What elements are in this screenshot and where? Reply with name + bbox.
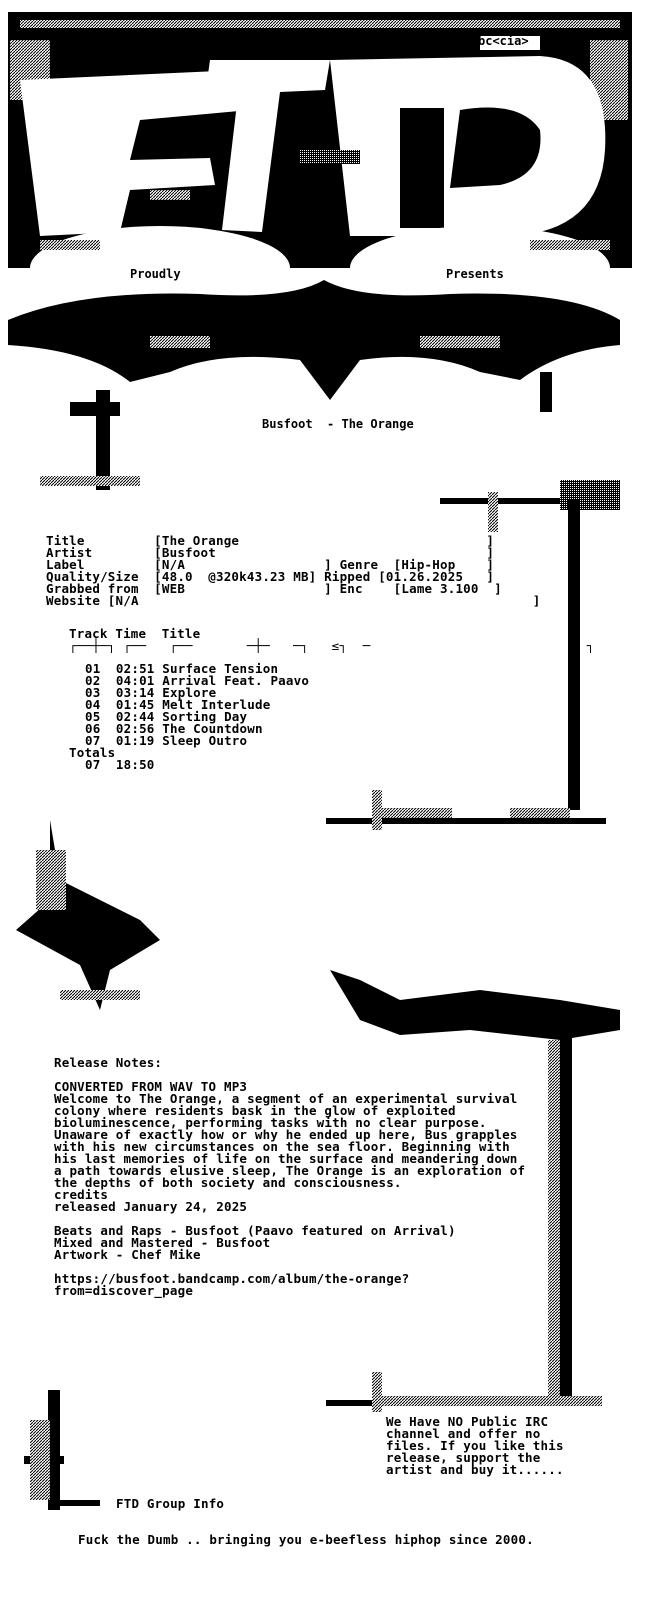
presents-label: Presents bbox=[446, 267, 504, 281]
notes-line: the depths of both society and conscious… bbox=[54, 1175, 402, 1190]
release-title: Busfoot - The Orange bbox=[262, 417, 414, 431]
track-time: 04:01 bbox=[115, 673, 155, 688]
lower-face-art bbox=[8, 280, 620, 490]
group-motto: Fuck the Dumb .. bringing you e-beefless… bbox=[78, 1532, 534, 1547]
track-title: Explore bbox=[162, 685, 217, 700]
tracklist-rule: ┌──┼─┐ ┌── ┌── ─┼─ ─┐ ≤┐ ─ ┐ bbox=[69, 638, 595, 653]
info-grabbed-enc: Grabbed from [WEB ] Enc [Lame 3.100 ] bbox=[46, 581, 502, 596]
track-row: 04 01:45 Melt Interlude bbox=[85, 697, 271, 712]
notes-line: bioluminescence, performing tasks with n… bbox=[54, 1115, 487, 1130]
notes-url-line: https://busfoot.bandcamp.com/album/the-o… bbox=[54, 1271, 410, 1286]
track-num: 07 bbox=[85, 733, 101, 748]
notes-url-line: from=discover_page bbox=[54, 1283, 194, 1298]
group-info-heading: FTD Group Info bbox=[116, 1496, 225, 1511]
track-num: 02 bbox=[85, 673, 101, 688]
notes-line: released January 24, 2025 bbox=[54, 1199, 248, 1214]
totals-label: Totals bbox=[69, 745, 116, 760]
notes-line: Mixed and Mastered - Busfoot bbox=[54, 1235, 271, 1250]
track-title: Melt Interlude bbox=[162, 697, 271, 712]
totals-time: 18:50 bbox=[115, 757, 155, 772]
track-num: 05 bbox=[85, 709, 101, 724]
track-num: 04 bbox=[85, 697, 101, 712]
info-quality-ripped: Quality/Size [48.0 @320k43.23 MB] Ripped… bbox=[46, 569, 495, 584]
notes-line: Welcome to The Orange, a segment of an e… bbox=[54, 1091, 518, 1106]
notes-line: a path towards elusive sleep, The Orange… bbox=[54, 1163, 526, 1178]
track-title: Sorting Day bbox=[162, 709, 248, 724]
right-blob-art bbox=[326, 970, 620, 1412]
track-time: 02:51 bbox=[115, 661, 155, 676]
proudly-label: Proudly bbox=[130, 267, 181, 281]
ftd-logo bbox=[8, 12, 632, 310]
track-time: 01:19 bbox=[115, 733, 155, 748]
track-row: 03 03:14 Explore bbox=[85, 685, 217, 700]
track-time: 02:56 bbox=[115, 721, 155, 736]
irc-notice-line: channel and offer no bbox=[386, 1426, 541, 1441]
track-num: 06 bbox=[85, 721, 101, 736]
notes-line: with his new circumstances on the sea fl… bbox=[54, 1139, 510, 1154]
track-title: Surface Tension bbox=[162, 661, 279, 676]
track-time: 02:44 bbox=[115, 709, 155, 724]
track-time: 03:14 bbox=[115, 685, 155, 700]
notes-line: Artwork - Chef Mike bbox=[54, 1247, 201, 1262]
irc-notice-line: files. If you like this bbox=[386, 1438, 564, 1453]
irc-notice-line: artist and buy it...... bbox=[386, 1462, 564, 1477]
info-title: Title [The Orange ] bbox=[46, 533, 495, 548]
header-tag: bc<cia> bbox=[478, 34, 529, 48]
notes-line: his last memories of life on the surface… bbox=[54, 1151, 518, 1166]
track-title: Sleep Outro bbox=[162, 733, 248, 748]
info-label-genre: Label [N/A ] Genre [Hip-Hop ] bbox=[46, 557, 495, 572]
totals-count: 07 bbox=[85, 757, 101, 772]
track-title: Arrival Feat. Paavo bbox=[162, 673, 310, 688]
track-row: 02 04:01 Arrival Feat. Paavo bbox=[85, 673, 310, 688]
notes-line: colony where residents bask in the glow … bbox=[54, 1103, 456, 1118]
track-num: 01 bbox=[85, 661, 101, 676]
track-num: 03 bbox=[85, 685, 101, 700]
notes-line: Unaware of exactly how or why he ended u… bbox=[54, 1127, 518, 1142]
irc-notice-line: release, support the bbox=[386, 1450, 541, 1465]
track-time: 01:45 bbox=[115, 697, 155, 712]
release-notes-heading: Release Notes: bbox=[54, 1055, 163, 1070]
tracklist-header: Track Time Title bbox=[69, 626, 201, 641]
track-row: 06 02:56 The Countdown bbox=[85, 721, 263, 736]
info-website: Website [N/A ] bbox=[46, 593, 541, 608]
notes-line: CONVERTED FROM WAV TO MP3 bbox=[54, 1079, 248, 1094]
track-row: 01 02:51 Surface Tension bbox=[85, 661, 279, 676]
notes-line: Beats and Raps - Busfoot (Paavo featured… bbox=[54, 1223, 456, 1238]
left-star-art bbox=[16, 820, 160, 1010]
right-frame-art bbox=[326, 480, 620, 830]
notes-line: credits bbox=[54, 1187, 109, 1202]
info-artist: Artist [Busfoot ] bbox=[46, 545, 495, 560]
track-title: The Countdown bbox=[162, 721, 263, 736]
track-row: 07 01:19 Sleep Outro bbox=[85, 733, 248, 748]
totals-row: 07 18:50 bbox=[85, 757, 155, 772]
bottom-left-art bbox=[24, 1390, 100, 1510]
irc-notice-line: We Have NO Public IRC bbox=[386, 1414, 549, 1429]
track-row: 05 02:44 Sorting Day bbox=[85, 709, 248, 724]
